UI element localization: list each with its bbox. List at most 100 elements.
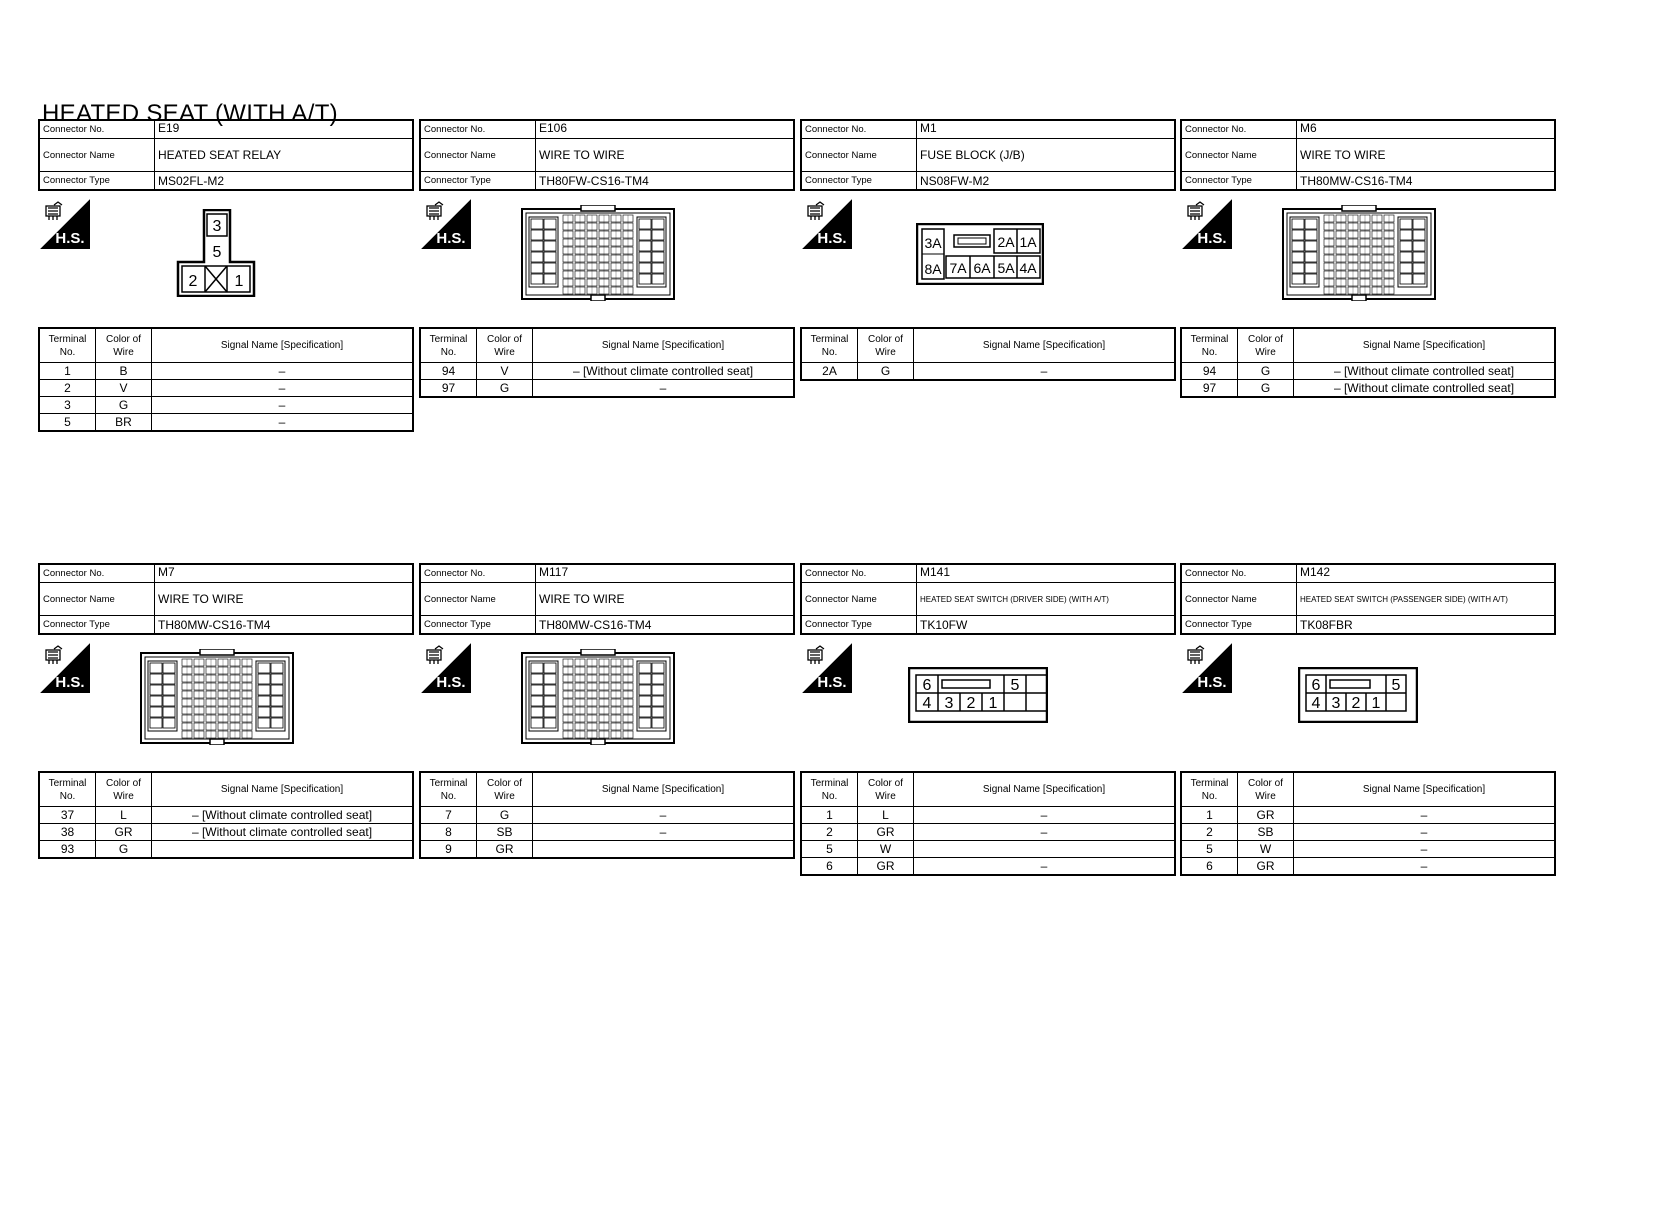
connector-info: Connector No. M141 Connector Name HEATED… (800, 563, 1176, 635)
connector-no-label: Connector No. (802, 565, 917, 582)
connector-info: Connector No. M7 Connector Name WIRE TO … (38, 563, 414, 635)
hs-badge-label: H.S. (1197, 674, 1226, 691)
table-row: 1 B – (38, 362, 414, 380)
connector-block-m141: Connector No. M141 Connector Name HEATED… (800, 563, 1176, 876)
connector-block-m1: Connector No. M1 Connector Name FUSE BLO… (800, 119, 1176, 381)
connector-no: M142 (1300, 565, 1331, 579)
pin-label: 4A (1019, 260, 1037, 276)
hs-badge-label: H.S. (55, 230, 84, 247)
col-terminal: Terminal No. (38, 771, 96, 807)
hs-badge-label: H.S. (1197, 230, 1226, 247)
col-color: Color of Wire (95, 771, 152, 807)
pin-label: 3 (213, 218, 222, 235)
terminal-no: 1 (38, 362, 96, 380)
pin-label: 2 (967, 695, 976, 712)
connector-type-label: Connector Type (1182, 172, 1297, 189)
pin-label: 1 (989, 695, 998, 712)
signal-name: – [Without climate controlled seat] (151, 823, 414, 841)
wire-color: GR (857, 823, 914, 841)
connector-type: NS08FW-M2 (920, 173, 990, 188)
connector-block-e106: Connector No. E106 Connector Name WIRE T… (419, 119, 795, 398)
terminal-no: 5 (1180, 840, 1238, 858)
signal-name: – (1293, 823, 1556, 841)
connector-name: WIRE TO WIRE (1300, 148, 1386, 162)
pin-label: 2 (189, 273, 198, 290)
harness-side-icon: H.S. (421, 199, 471, 249)
pin-label: 2A (997, 234, 1015, 250)
table-row: 9 GR (419, 840, 795, 859)
col-signal: Signal Name [Specification] (151, 771, 414, 807)
terminal-no: 94 (419, 362, 477, 380)
wire-color: G (95, 396, 152, 414)
signal-name (532, 840, 795, 859)
connector-block-e19: Connector No. E19 Connector Name HEATED … (38, 119, 414, 432)
harness-side-icon: H.S. (1182, 199, 1232, 249)
connector-type: TH80MW-CS16-TM4 (539, 617, 652, 632)
harness-side-icon: H.S. (1182, 643, 1232, 693)
terminal-table: Terminal No. Color of Wire Signal Name [… (38, 327, 414, 432)
terminal-no: 3 (38, 396, 96, 414)
table-row: 37 L – [Without climate controlled seat] (38, 806, 414, 824)
signal-name: – (913, 857, 1176, 876)
table-row: 6 GR – (1180, 857, 1556, 876)
connector-no-label: Connector No. (40, 565, 155, 582)
pin-label: 8A (924, 261, 942, 277)
wire-color: G (857, 362, 914, 381)
connector-info: Connector No. E19 Connector Name HEATED … (38, 119, 414, 191)
hs-badge-label: H.S. (817, 230, 846, 247)
signal-name: – [Without climate controlled seat] (1293, 379, 1556, 398)
signal-name: – (151, 413, 414, 432)
col-signal: Signal Name [Specification] (913, 771, 1176, 807)
terminal-table: Terminal No. Color of Wire Signal Name [… (1180, 771, 1556, 876)
hs-badge-label: H.S. (817, 674, 846, 691)
col-color: Color of Wire (857, 771, 914, 807)
connector-no-label: Connector No. (1182, 121, 1297, 138)
wire-color: V (95, 379, 152, 397)
wire-color: W (857, 840, 914, 858)
col-terminal: Terminal No. (800, 327, 858, 363)
harness-side-icon: H.S. (40, 643, 90, 693)
signal-name: – (151, 379, 414, 397)
terminal-table: Terminal No. Color of Wire Signal Name [… (419, 771, 795, 859)
wire-color: GR (1237, 857, 1294, 876)
connector-no-label: Connector No. (802, 121, 917, 138)
connector-type-label: Connector Type (802, 616, 917, 633)
pin-label: 6 (923, 677, 932, 694)
connector-type-label: Connector Type (40, 616, 155, 633)
pin-label: 4 (923, 695, 932, 712)
table-row: 5 W (800, 840, 1176, 858)
signal-name: – (1293, 840, 1556, 858)
terminal-no: 94 (1180, 362, 1238, 380)
terminal-no: 97 (1180, 379, 1238, 398)
connector-name-label: Connector Name (421, 139, 536, 171)
connector-name-label: Connector Name (40, 583, 155, 615)
terminal-no: 2 (1180, 823, 1238, 841)
pin-label: 1 (235, 273, 244, 290)
harness-side-icon: H.S. (40, 199, 90, 249)
connector-no: M7 (158, 565, 175, 579)
connector-type: TK08FBR (1300, 617, 1353, 632)
harness-side-icon: H.S. (802, 643, 852, 693)
col-signal: Signal Name [Specification] (532, 771, 795, 807)
table-row: 2A G – (800, 362, 1176, 381)
connector-type: MS02FL-M2 (158, 173, 225, 188)
pin-label: 3A (924, 235, 942, 251)
col-color: Color of Wire (476, 327, 533, 363)
table-row: 97 G – (419, 379, 795, 398)
connector-no: E106 (539, 121, 568, 135)
page-title: HEATED SEAT (WITH A/T) (42, 100, 338, 127)
terminal-no: 6 (1180, 857, 1238, 876)
pin-label: 3 (945, 695, 954, 712)
table-row: 5 W – (1180, 840, 1556, 858)
connector-info: Connector No. M6 Connector Name WIRE TO … (1180, 119, 1556, 191)
wire-color: GR (95, 823, 152, 841)
signal-name: – (1293, 857, 1556, 876)
connector-name: HEATED SEAT SWITCH (DRIVER SIDE) (WITH A… (920, 594, 1109, 604)
table-row: 2 SB – (1180, 823, 1556, 841)
wire-color: L (95, 806, 152, 824)
pin-label: 3 (1332, 695, 1341, 712)
col-terminal: Terminal No. (1180, 327, 1238, 363)
signal-name: – (913, 823, 1176, 841)
table-row: 97 G – [Without climate controlled seat] (1180, 379, 1556, 398)
